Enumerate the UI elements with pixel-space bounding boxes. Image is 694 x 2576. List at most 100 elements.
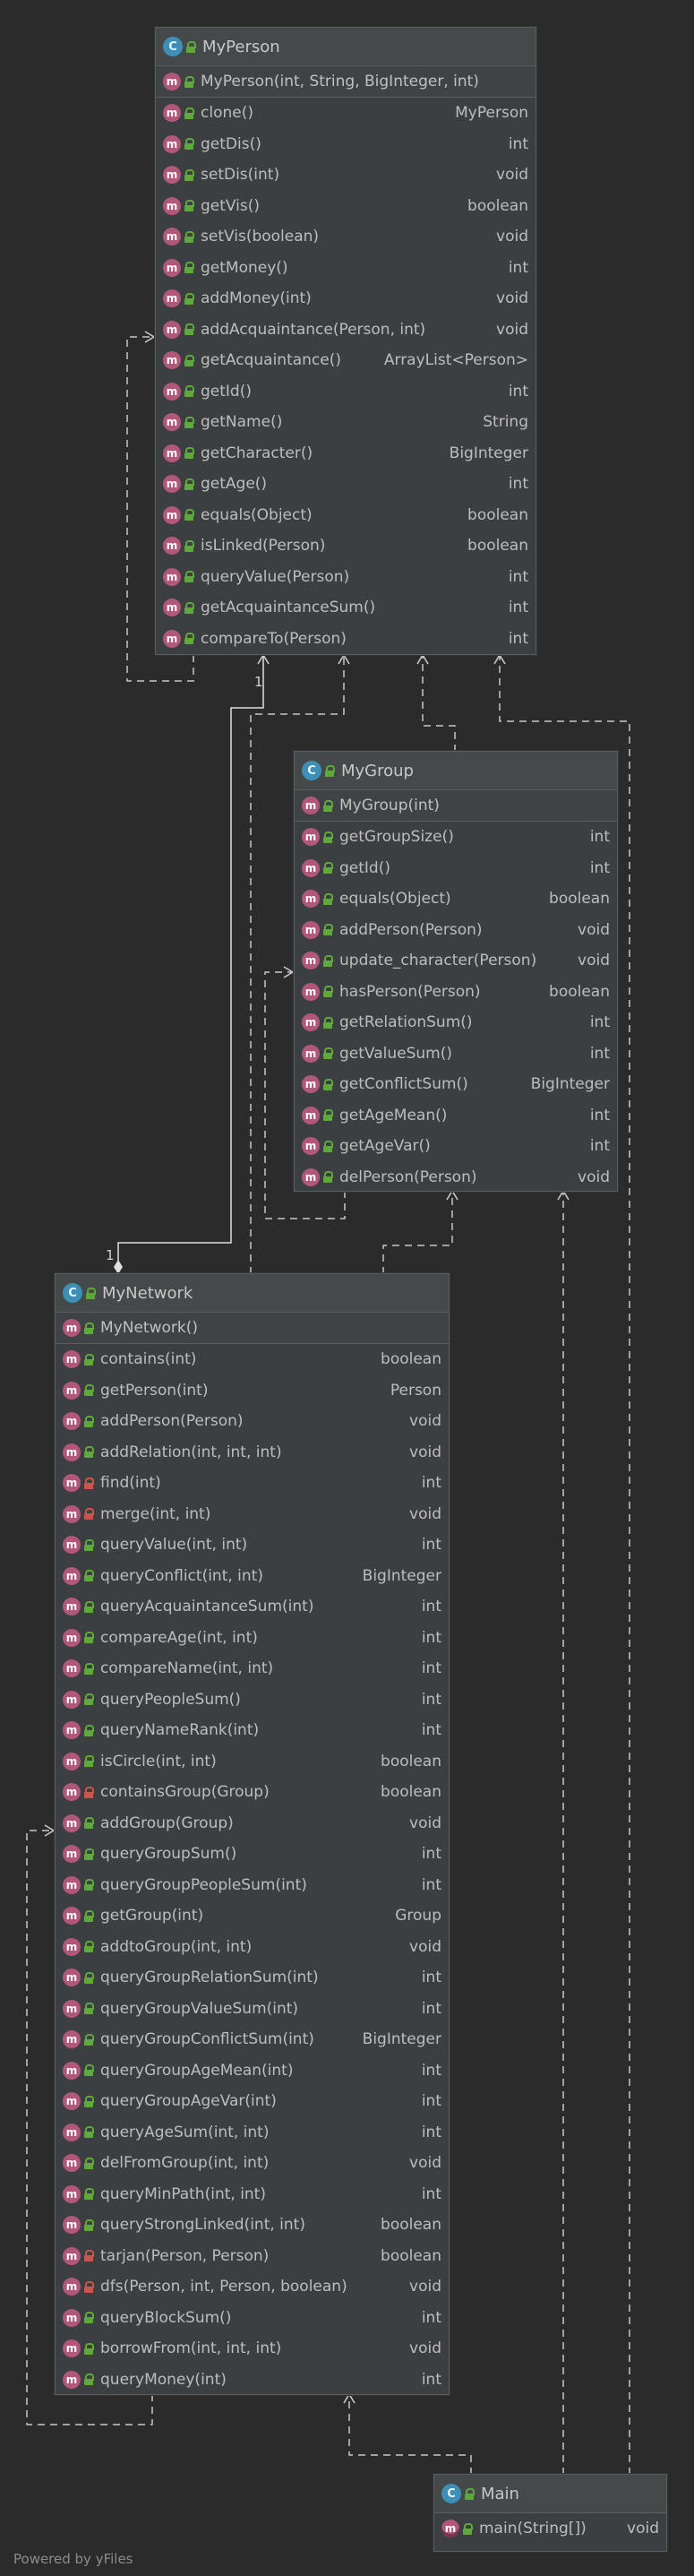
method-m-icon: m — [302, 797, 320, 814]
method-return-type: int — [421, 2184, 441, 2203]
public-lock-icon — [84, 2126, 94, 2139]
method-name: dfs(Person, int, Person, boolean) — [100, 2278, 347, 2296]
public-lock-icon — [184, 509, 194, 521]
main-to-network-dependency — [343, 2392, 472, 2475]
public-lock-icon — [84, 2157, 94, 2169]
constructor-row[interactable]: m MyGroup(int) — [295, 790, 617, 822]
method-name: getVis() — [201, 196, 261, 215]
method-return-type: int — [508, 382, 528, 401]
method-return-type: void — [496, 166, 528, 185]
public-lock-icon — [84, 2188, 94, 2201]
method-m-icon: m — [63, 1504, 81, 1523]
method-return-type: int — [421, 2092, 441, 2111]
public-lock-icon — [84, 2342, 94, 2355]
method-return-type: void — [409, 1814, 441, 1832]
method-name: getAcquaintanceSum() — [201, 599, 376, 617]
public-lock-icon — [84, 1384, 94, 1397]
method-m-icon: m — [302, 1167, 320, 1186]
method-name: queryGroupRelationSum(int) — [100, 1969, 319, 1987]
method-return-type: int — [421, 1536, 441, 1555]
method-m-icon: m — [63, 1319, 81, 1337]
constructor-row[interactable]: m MyPerson(int, String, BigInteger, int) — [156, 66, 535, 98]
method-m-icon: m — [63, 1628, 81, 1647]
constructor-row[interactable]: m MyNetwork() — [56, 1313, 449, 1344]
method-m-icon: m — [63, 1907, 81, 1926]
class-myperson[interactable]: C MyPerson m MyPerson(int, String, BigIn… — [155, 27, 536, 655]
method-return-type: int — [421, 1999, 441, 2018]
method-name: getValueSum() — [339, 1044, 452, 1063]
method-m-icon: m — [302, 858, 320, 877]
public-lock-icon — [463, 2522, 473, 2535]
method-m-icon: m — [163, 73, 181, 90]
